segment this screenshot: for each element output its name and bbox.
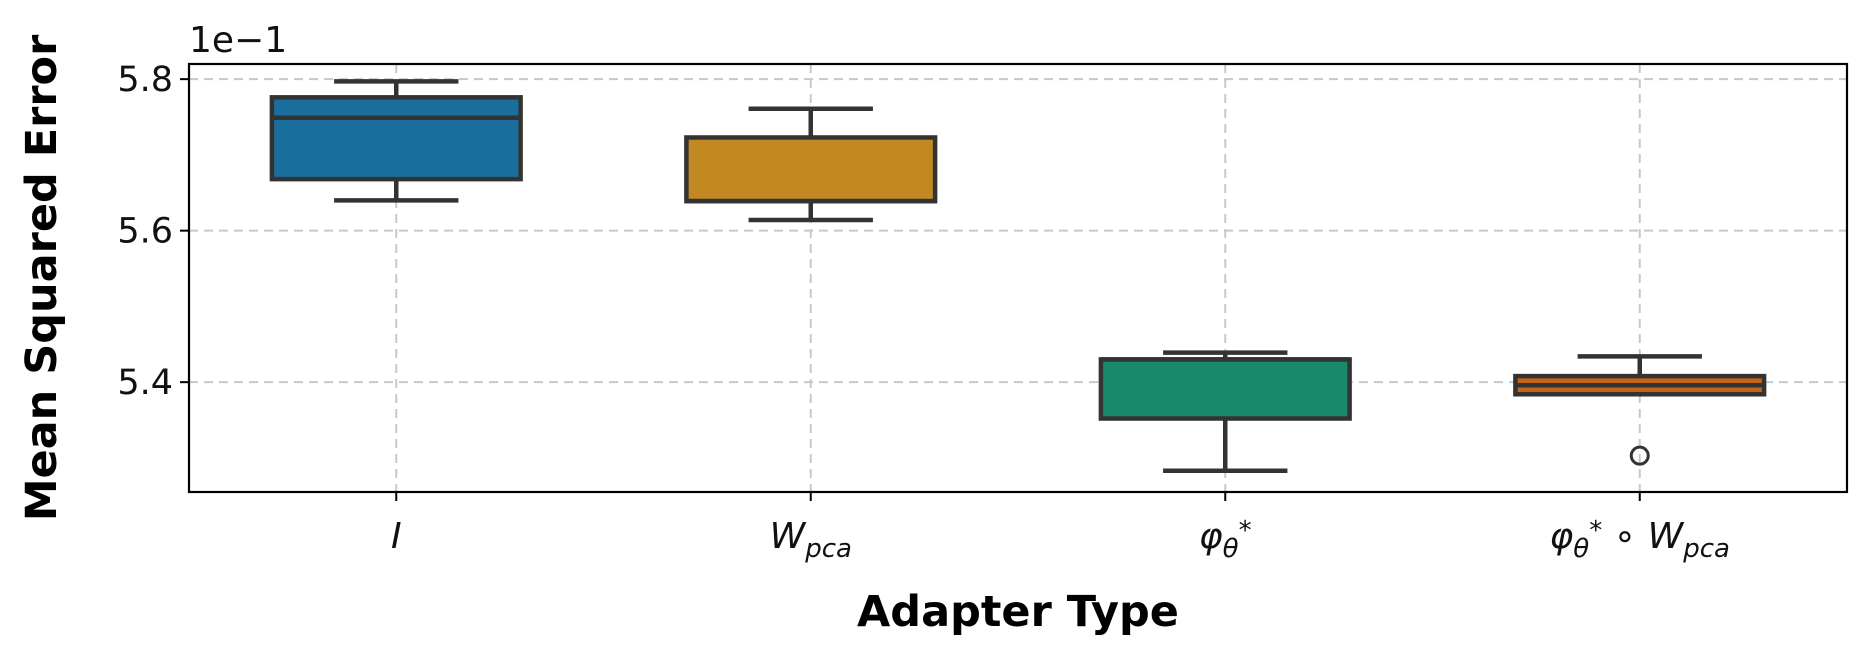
box-iqr [269, 95, 523, 182]
plot-frame [187, 62, 1849, 494]
y-tick-label: 5.8 [117, 60, 173, 100]
y-axis-title: Mean Squared Error [17, 34, 67, 521]
outlier-point [1629, 445, 1650, 466]
box-series [269, 79, 1767, 474]
y-tick-label: 5.6 [117, 212, 173, 252]
x-tick-label: I [391, 516, 402, 557]
x-tick-label: φθ* ∘ Wpca [1550, 516, 1730, 564]
box-iqr [1098, 357, 1352, 421]
x-axis-title: Adapter Type [857, 587, 1179, 637]
y-tick-label: 5.4 [117, 363, 173, 403]
y-offset-label: 1e−1 [189, 20, 287, 61]
y-axis-ticks: 5.4 5.6 5.8 [117, 60, 189, 403]
box-iqr [684, 135, 938, 204]
x-axis-ticks: I Wpca φθ* φθ* ∘ Wpca [391, 492, 1730, 564]
x-tick-label: φθ* [1199, 516, 1252, 564]
x-tick-label: Wpca [770, 516, 852, 564]
